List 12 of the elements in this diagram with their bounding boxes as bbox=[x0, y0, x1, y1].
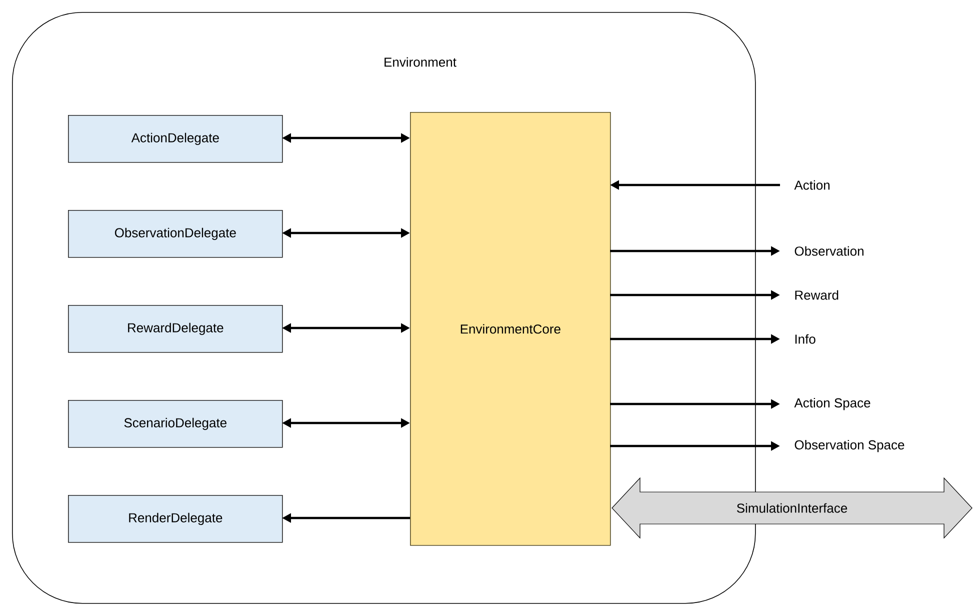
output-label: Observation Space bbox=[794, 440, 904, 452]
delegate-box: RewardDelegate bbox=[68, 305, 283, 353]
output-label: Action bbox=[794, 180, 830, 190]
core-box: EnvironmentCore bbox=[410, 112, 611, 546]
output-label: Info bbox=[795, 334, 816, 344]
delegate-box: RenderDelegate bbox=[68, 495, 283, 543]
output-label: Observation bbox=[794, 246, 864, 256]
output-label: Action Space bbox=[794, 398, 870, 410]
output-label: Reward bbox=[795, 290, 838, 300]
delegate-box: ScenarioDelegate bbox=[68, 400, 283, 448]
delegate-box: ObservationDelegate bbox=[68, 210, 283, 258]
delegate-box: ActionDelegate bbox=[68, 115, 283, 163]
